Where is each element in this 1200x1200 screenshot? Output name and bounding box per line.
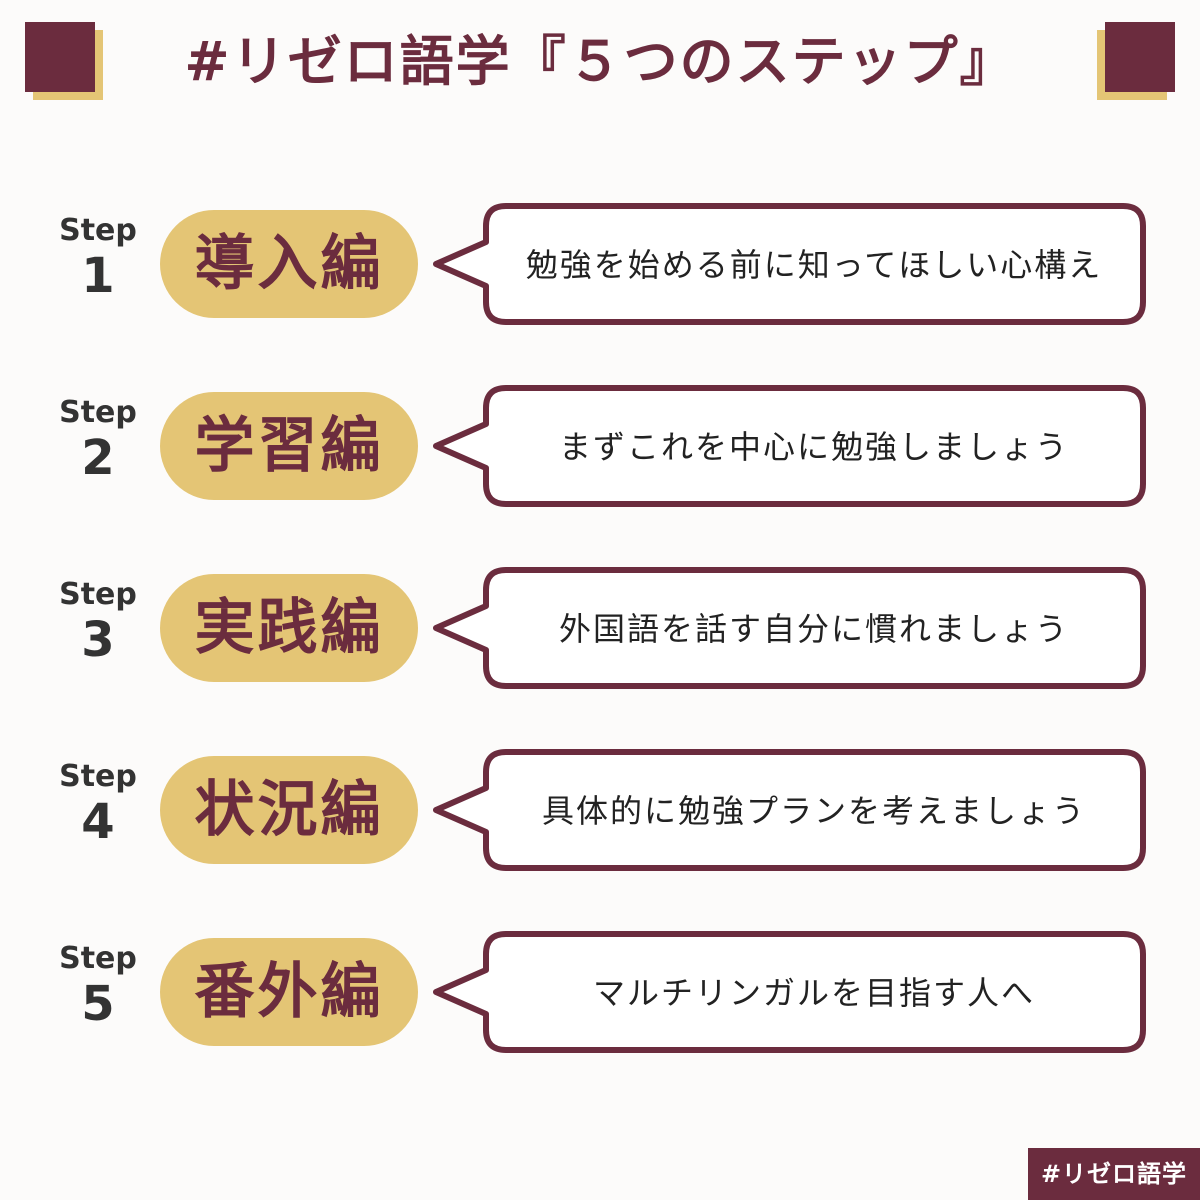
step-label: Step 3 xyxy=(50,577,146,669)
step-name-pill: 状況編 xyxy=(160,756,418,864)
speech-bubble xyxy=(433,203,1146,325)
corner-decoration-right xyxy=(1097,22,1175,100)
step-description: 具体的に勉強プランを考えましょう xyxy=(541,792,1086,830)
step-row-1: Step 1 導入編 勉強を始める前に知ってほしい心構え xyxy=(0,200,1200,330)
step-word: Step xyxy=(59,941,137,976)
step-number: 3 xyxy=(81,612,115,668)
step-row-4: Step 4 状況編 具体的に勉強プランを考えましょう xyxy=(0,746,1200,876)
step-number: 4 xyxy=(81,794,115,850)
step-label: Step 5 xyxy=(50,941,146,1033)
step-word: Step xyxy=(59,577,137,612)
step-description: まずこれを中心に勉強しましょう xyxy=(558,428,1069,466)
step-number: 1 xyxy=(81,248,115,304)
step-name-pill: 導入編 xyxy=(160,210,418,318)
step-number: 5 xyxy=(81,976,115,1032)
step-description: 外国語を話す自分に慣れましょう xyxy=(558,610,1069,648)
page-title: #リゼロ語学『５つのステップ』 xyxy=(184,30,1016,93)
corner-square-maroon xyxy=(1105,22,1175,92)
step-word: Step xyxy=(59,395,137,430)
step-row-5: Step 5 番外編 マルチリンガルを目指す人へ xyxy=(0,928,1200,1058)
step-word: Step xyxy=(59,759,137,794)
step-name-pill: 実践編 xyxy=(160,574,418,682)
step-row-2: Step 2 学習編 まずこれを中心に勉強しましょう xyxy=(0,382,1200,512)
step-number: 2 xyxy=(81,430,115,486)
step-description: 勉強を始める前に知ってほしい心構え xyxy=(525,246,1103,284)
corner-square-maroon xyxy=(25,22,95,92)
speech-bubble xyxy=(433,931,1146,1053)
speech-bubble xyxy=(433,385,1146,507)
step-row-3: Step 3 実践編 外国語を話す自分に慣れましょう xyxy=(0,564,1200,694)
step-description: マルチリンガルを目指す人へ xyxy=(592,974,1035,1012)
step-label: Step 2 xyxy=(50,395,146,487)
step-label: Step 1 xyxy=(50,213,146,305)
brand-tag: #リゼロ語学 xyxy=(1028,1148,1200,1200)
corner-decoration-left xyxy=(25,22,103,100)
step-word: Step xyxy=(59,213,137,248)
step-name-pill: 番外編 xyxy=(160,938,418,1046)
step-label: Step 4 xyxy=(50,759,146,851)
step-name-pill: 学習編 xyxy=(160,392,418,500)
speech-bubble xyxy=(433,749,1146,871)
speech-bubble xyxy=(433,567,1146,689)
